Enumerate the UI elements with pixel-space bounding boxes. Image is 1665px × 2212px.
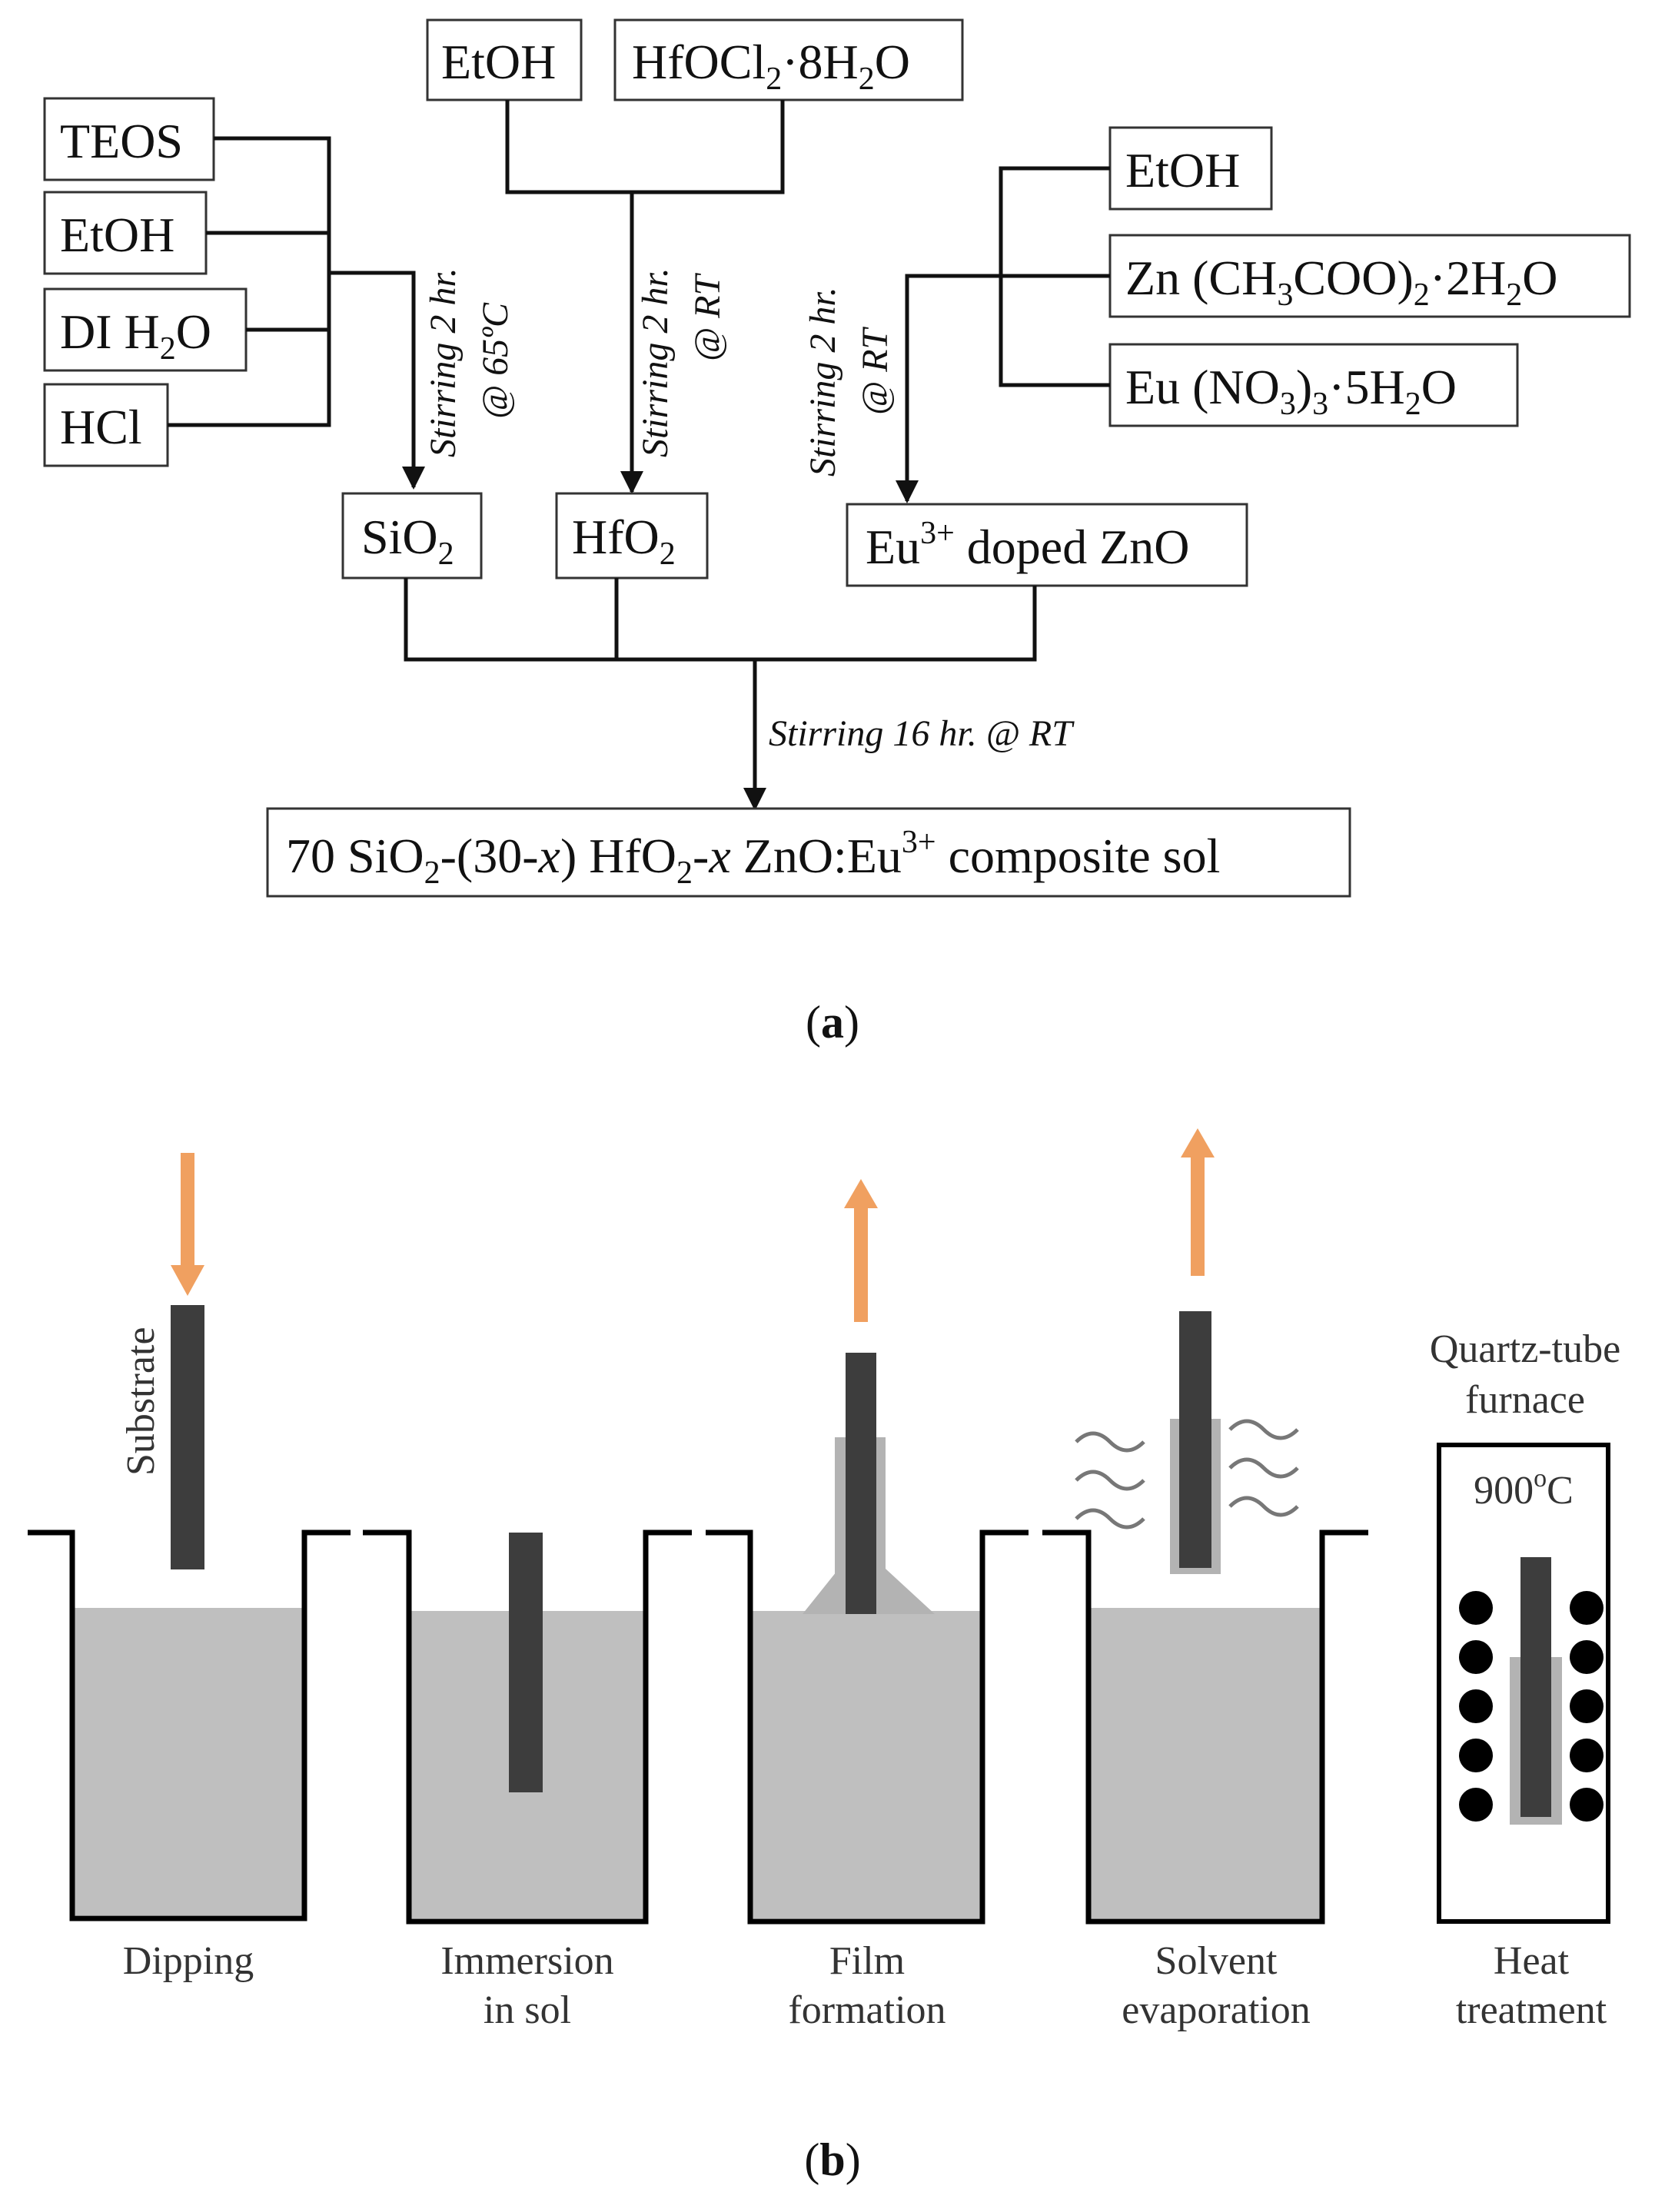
composite-sol-box: 70 SiO2-(30-x) HfO2-x ZnO:Eu3+ composite… xyxy=(266,807,1351,898)
hfo2-arrow xyxy=(505,100,785,492)
sol-bath-1 xyxy=(74,1608,303,1915)
step-label-immersion-2: in sol xyxy=(484,1988,571,2032)
step-label-evaporation-1: Solvent xyxy=(1155,1939,1278,1983)
hfo2-condition-line1: Stirring 2 hr. xyxy=(635,267,676,457)
hafnium-salt-box: HfOCl2·8H2O xyxy=(613,18,964,101)
hafnium-salt-label: HfOCl2·8H2O xyxy=(632,35,910,97)
step-label-film-1: Film xyxy=(829,1939,905,1983)
step-label-heat-1: Heat xyxy=(1494,1939,1570,1983)
beaker-2 xyxy=(363,1529,692,1925)
sio2-label: SiO2 xyxy=(361,510,454,572)
up-arrow-film xyxy=(844,1179,878,1322)
substrate-2 xyxy=(509,1533,543,1792)
etoh-box-zno: EtOH xyxy=(1108,126,1273,211)
zno-arrow xyxy=(907,166,1110,501)
sol-bath-4 xyxy=(1090,1608,1321,1918)
europium-nitrate-label: Eu (NO3)3·5H2O xyxy=(1125,360,1457,422)
zno-condition-line2: @ RT xyxy=(855,327,896,415)
substrate-label: Substrate xyxy=(119,1327,163,1476)
sio2-box: SiO2 xyxy=(341,492,483,580)
furnace-title-line2: furnace xyxy=(1465,1378,1585,1422)
sio2-condition-line1: Stirring 2 hr. xyxy=(423,267,464,457)
sio2-arrow xyxy=(329,271,425,490)
up-arrow-evaporation xyxy=(1181,1128,1215,1276)
step-label-immersion-1: Immersion xyxy=(440,1939,613,1983)
hcl-box: HCl xyxy=(43,383,169,467)
etoh-label-sio2: EtOH xyxy=(60,208,174,262)
step-film-formation xyxy=(706,1179,1029,1925)
evaporation-wave-icon xyxy=(1075,1419,1299,1529)
substrate-1 xyxy=(171,1305,204,1569)
heating-elements xyxy=(1459,1591,1604,1822)
etoh-label-zno: EtOH xyxy=(1125,143,1240,198)
step-heat-treatment: Quartz-tube furnace 900oC xyxy=(1430,1327,1620,1924)
hfo2-box: HfO2 xyxy=(555,492,709,580)
step-solvent-evaporation xyxy=(1042,1128,1368,1925)
step-label-dipping: Dipping xyxy=(123,1939,254,1983)
furnace-title-line1: Quartz-tube xyxy=(1430,1327,1620,1371)
beaker-1 xyxy=(28,1529,351,1921)
substrate-3 xyxy=(846,1353,876,1614)
hcl-label: HCl xyxy=(60,400,142,454)
teos-label: TEOS xyxy=(60,114,183,168)
etoh-box-sio2: EtOH xyxy=(43,191,208,275)
europium-nitrate-box: Eu (NO3)3·5H2O xyxy=(1108,343,1519,427)
sio2-input-connectors xyxy=(168,136,331,427)
step-label-evaporation-2: evaporation xyxy=(1122,1988,1310,2032)
step-label-film-2: formation xyxy=(788,1988,945,2032)
final-condition-label: Stirring 16 hr. @ RT xyxy=(769,713,1075,754)
caption-b: (b) xyxy=(804,2134,860,2185)
composite-sol-label: 70 SiO2-(30-x) HfO2-x ZnO:Eu3+ composite… xyxy=(286,825,1220,891)
sio2-condition-line2: @ 65ºC xyxy=(475,302,516,419)
eu-doped-zno-box: Eu3+ doped ZnO xyxy=(846,503,1248,587)
etoh-box-hfo2: EtOH xyxy=(426,18,583,101)
merge-arrow xyxy=(404,578,1037,809)
sol-bath-3 xyxy=(752,1611,981,1918)
step-label-heat-2: treatment xyxy=(1456,1988,1607,2032)
step-immersion xyxy=(363,1529,692,1925)
step-dipping: Substrate xyxy=(28,1153,351,1921)
furnace-temp: 900oC xyxy=(1474,1464,1574,1513)
down-arrow xyxy=(171,1153,204,1296)
zinc-acetate-label: Zn (CH3COO)2·2H2O xyxy=(1125,251,1558,313)
di-water-box: DI H2O xyxy=(43,287,248,372)
caption-a: (a) xyxy=(806,997,859,1048)
di-water-label: DI H2O xyxy=(60,304,211,367)
etoh-label-hfo2: EtOH xyxy=(441,35,556,89)
hfo2-label: HfO2 xyxy=(572,510,676,572)
eu-doped-zno-label: Eu3+ doped ZnO xyxy=(866,516,1190,574)
beaker-4 xyxy=(1042,1529,1368,1925)
hfo2-condition-line2: @ RT xyxy=(687,273,728,361)
panel-b-dip-coating: Substrate xyxy=(28,1128,1620,2185)
beaker-3 xyxy=(706,1529,1029,1925)
panel-a-flowchart: TEOS EtOH DI H2O HCl Stirring 2 hr. @ 65… xyxy=(43,18,1631,1048)
substrate-4 xyxy=(1179,1311,1211,1568)
zno-condition-line1: Stirring 2 hr. xyxy=(803,287,843,477)
substrate-5 xyxy=(1520,1557,1551,1817)
teos-box: TEOS xyxy=(43,97,215,181)
zinc-acetate-box: Zn (CH3COO)2·2H2O xyxy=(1108,234,1631,318)
